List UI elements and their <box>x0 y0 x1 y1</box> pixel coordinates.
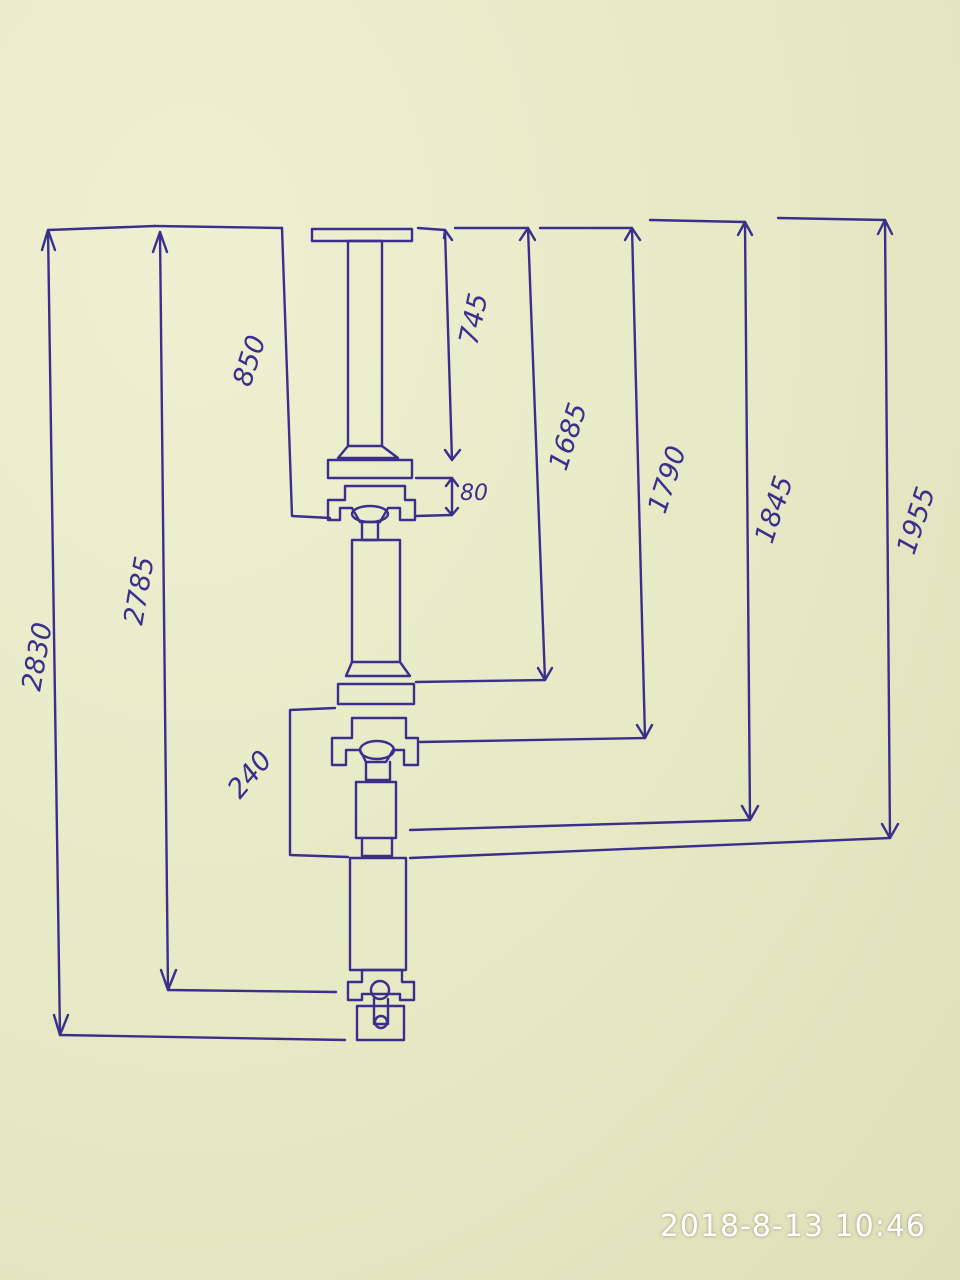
arrows-1685 <box>518 226 554 682</box>
middle-u-joint <box>330 716 420 767</box>
dim-line-745 <box>416 226 454 462</box>
photo-timestamp: 2018-8-13 10:46 <box>659 1209 926 1244</box>
label-745: 745 <box>454 291 495 348</box>
label-1790: 1790 <box>642 442 693 517</box>
top-flange <box>310 227 414 243</box>
label-850: 850 <box>227 332 272 391</box>
upper-cone <box>336 444 400 460</box>
label-240: 240 <box>222 745 279 804</box>
dim-line-80 <box>414 476 454 518</box>
arrows-2785 <box>151 230 178 992</box>
label-1685: 1685 <box>543 399 594 474</box>
dimension-lines <box>40 216 900 1042</box>
label-1955: 1955 <box>891 483 942 558</box>
rear-flange-bolt <box>373 1014 389 1030</box>
label-2785: 2785 <box>118 554 160 627</box>
upper-joint-neck <box>360 520 380 542</box>
driveshaft-assembly <box>310 227 420 1042</box>
middle-joint-neck <box>364 760 392 782</box>
arrows-80 <box>444 476 460 517</box>
upper-u-joint <box>326 484 417 524</box>
dim-line-1685 <box>414 226 547 684</box>
dim-line-240 <box>288 706 350 859</box>
center-bearing <box>336 682 416 706</box>
rear-flange <box>355 1004 406 1042</box>
lower-u-joint <box>346 968 416 1002</box>
lower-joint-cross <box>369 979 391 1001</box>
arrows-2830 <box>40 228 70 1037</box>
arrows-1790 <box>623 226 654 740</box>
upper-tube <box>346 239 384 448</box>
lower-tube <box>348 856 408 972</box>
upper-joint-cross <box>350 504 390 524</box>
arrows-745 <box>442 228 462 462</box>
middle-tube <box>350 538 402 664</box>
middle-joint-cross <box>358 739 396 761</box>
dim-line-850 <box>280 226 332 520</box>
dim-line-2830 <box>46 224 347 1042</box>
slip-joint <box>360 836 394 858</box>
upper-flange-block <box>326 458 414 480</box>
arrows-1845 <box>736 220 760 822</box>
middle-cone <box>344 660 412 678</box>
dimension-labels: 2830 2785 850 745 80 1685 1790 1845 1955… <box>16 291 942 805</box>
arrows-1955 <box>876 218 900 840</box>
label-1845: 1845 <box>749 472 800 547</box>
label-2830: 2830 <box>16 620 58 693</box>
dim-line-1845 <box>408 218 752 832</box>
dim-line-1790 <box>418 226 647 744</box>
dim-line-1955 <box>408 216 892 860</box>
lower-joint-neck <box>372 997 390 1026</box>
short-tube <box>354 780 398 840</box>
label-80: 80 <box>460 481 488 506</box>
